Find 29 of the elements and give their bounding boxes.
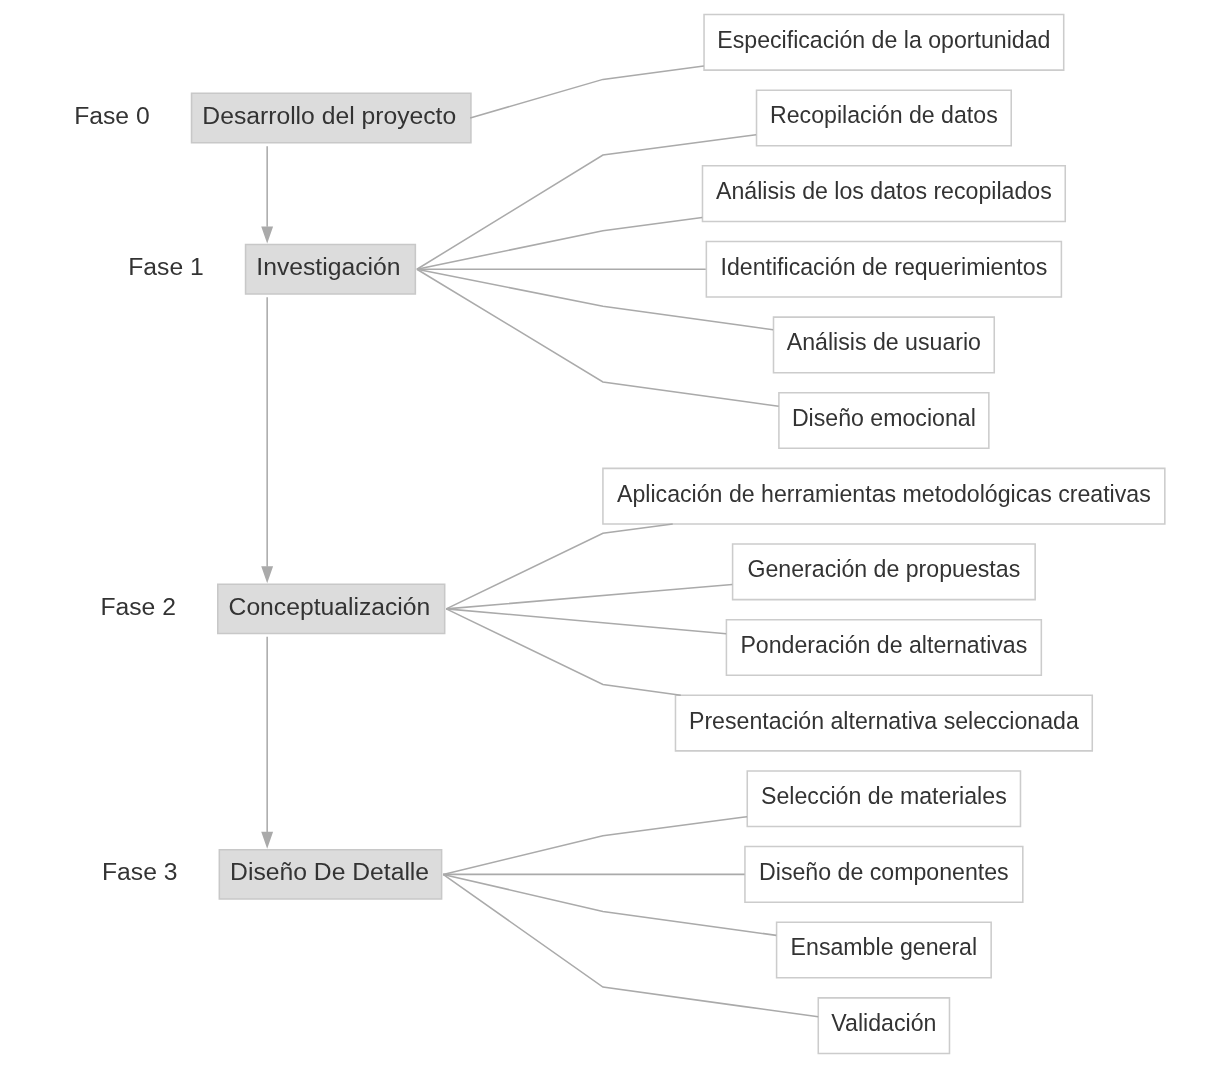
node-box: Validación <box>817 997 950 1055</box>
node-box: Identificación de requerimientos <box>705 240 1062 298</box>
node-box: Diseño de componentes <box>743 845 1024 903</box>
node-box: Presentación alternativa seleccionada <box>674 694 1093 752</box>
node-box: Ensamble general <box>775 921 992 979</box>
arrow <box>260 296 273 584</box>
node-box: Diseño emocional <box>777 392 990 450</box>
connector <box>441 815 748 876</box>
node-label: Fase 0 <box>73 101 150 129</box>
connector <box>468 65 705 119</box>
connector <box>415 133 757 271</box>
node-box: Análisis de los datos recopilados <box>701 165 1066 223</box>
connector <box>441 873 819 1018</box>
node-box: Análisis de usuario <box>772 316 995 374</box>
node-box: Especificación de la oportunidad <box>702 13 1064 71</box>
connector <box>415 268 774 331</box>
node-label: Fase 2 <box>99 592 176 620</box>
connector <box>444 523 673 610</box>
node-box: Selección de materiales <box>746 770 1021 828</box>
arrow <box>260 145 273 244</box>
arrow <box>260 636 273 849</box>
connector <box>444 608 682 696</box>
node-label: Fase 3 <box>101 858 177 886</box>
node-box: Ponderación de alternativas <box>725 618 1042 676</box>
node-box: Generación de propuestas <box>731 543 1036 601</box>
node-box: Aplicación de herramientas metodológicas creativas <box>601 467 1166 525</box>
connector <box>415 268 779 407</box>
node-box: Recopilación de datos <box>755 89 1012 147</box>
node-label: Fase 1 <box>127 253 204 281</box>
